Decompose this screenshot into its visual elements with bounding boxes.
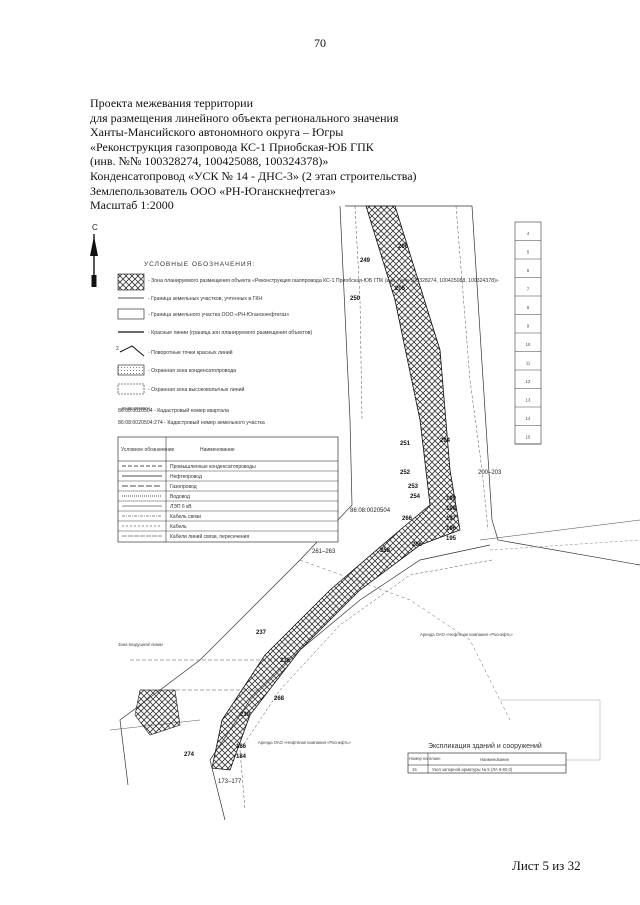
point-number-label: 206: [398, 244, 409, 250]
page-number: 70: [314, 36, 326, 50]
table-cell: Узел запорной арматуры № 5 (ЛА 6-60,0): [432, 767, 513, 772]
point-number-label: 205: [395, 286, 406, 292]
building-table: Экспликация зданий и сооружений Номер на…: [407, 742, 567, 774]
building-number: 14: [526, 416, 531, 421]
zone-label: Зона воздушной линии: [118, 642, 163, 647]
table-cell: Нефтепровод: [170, 474, 202, 480]
header-line: «Реконструкция газопровода КС-1 Приобска…: [90, 139, 374, 154]
point-number-label: 250: [350, 296, 361, 302]
header-line: (инв. №№ 100328274, 100425088, 100324378…: [90, 154, 329, 169]
building-number: 15: [526, 434, 531, 439]
communications-table: Условное обозначение Наименование Промыш…: [117, 436, 339, 543]
point-number-label: 266: [412, 542, 423, 548]
building-number: 7: [527, 286, 530, 291]
point-number-label: 251: [400, 441, 411, 447]
legend-item: 86:08:0020504:274 - Кадастровый номер зе…: [118, 419, 265, 426]
map-labels: 86:08:0020504 86:08:0020504 200–203 261–…: [118, 244, 513, 785]
legend-item: - Охранная зона конденсатопровода: [148, 368, 236, 374]
legend-title: УСЛОВНЫЕ ОБОЗНАЧЕНИЯ:: [144, 261, 255, 268]
header-line: Проекта межевания территории: [90, 96, 254, 110]
table-cell: 15: [412, 767, 417, 772]
table-cell: Кабель: [170, 524, 187, 530]
legend-item: - Граница земельного участка ООО «РН-Юга…: [148, 312, 290, 318]
point-number-label: 268: [274, 696, 285, 702]
table-header: Условное обозначение: [121, 447, 174, 453]
point-range-label: 261–263: [312, 549, 336, 555]
sheet-number: Лист 5 из 32: [512, 858, 581, 873]
point-range-label: 173–177: [218, 779, 242, 785]
svg-text:2: 2: [116, 346, 119, 352]
legend: УСЛОВНЫЕ ОБОЗНАЧЕНИЯ: - Зона планируемог…: [116, 261, 499, 426]
north-arrow-icon: С: [90, 223, 98, 287]
cadastral-quarter-label: 86:08:0020504: [350, 508, 391, 514]
point-number-label: 252: [400, 470, 411, 476]
cadastral-quarter-label: 86:08:0020504: [122, 406, 151, 411]
point-number-label: 196: [446, 526, 457, 532]
legend-item: - Зона планируемого размещения объекта «…: [148, 278, 499, 284]
table-cell: Промышленные конденсатопроводы: [170, 464, 256, 470]
building-number: 9: [527, 323, 530, 328]
point-number-label: 274: [184, 752, 195, 758]
header-line: Ханты-Мансийского автономного округа – Ю…: [90, 125, 344, 140]
building-number: 4: [527, 231, 530, 236]
building-number-column: 4 5 6 7 8 9 10 11 12 13 14 15: [514, 221, 542, 445]
point-number-label: 184: [236, 754, 247, 760]
point-number-label: 197: [446, 516, 457, 522]
table-header: Наименование: [200, 447, 235, 453]
point-number-label: 249: [360, 258, 371, 264]
document-header: Проекта межевания территории для размеще…: [90, 96, 450, 213]
legend-item: - Охранная зона высоковольтных линий: [148, 386, 244, 393]
building-number: 10: [526, 342, 531, 347]
building-number: 13: [526, 397, 531, 402]
building-number: 8: [527, 305, 530, 310]
building-number: 12: [526, 379, 531, 384]
legend-item: 86:08:0020504 - Кадастровый номер кварта…: [118, 407, 229, 414]
point-number-label: 195: [446, 536, 457, 542]
point-number-label: 258: [380, 548, 391, 554]
point-number-label: 199: [446, 496, 457, 502]
header-line: Конденсатопровод «УСК № 14 - ДНС-3» (2 э…: [90, 168, 417, 183]
point-number-label: 266: [402, 516, 413, 522]
point-number-label: 198: [446, 506, 457, 512]
point-number-label: 186: [236, 744, 247, 750]
building-number: 6: [527, 268, 530, 273]
table-cell: Кабель связи: [170, 514, 201, 520]
table-header: Номер на плане: [409, 756, 441, 761]
table-cell: Кабели линий связи, пересечения: [170, 533, 249, 540]
map-boundaries: [109, 205, 640, 821]
lease-label: Аренда ОАО «Нефтяная компания «Роснефть»: [420, 632, 513, 637]
table-cell: ЛЭП 6 кВ: [170, 504, 192, 510]
point-number-label: 253: [408, 484, 419, 490]
table-cell: Газопровод: [170, 484, 197, 490]
header-line: для размещения линейного объекта региона…: [90, 110, 399, 125]
point-number-label: 237: [256, 630, 267, 636]
north-label: С: [92, 223, 98, 232]
building-table-title: Экспликация зданий и сооружений: [428, 742, 542, 750]
point-number-label: 204: [440, 438, 451, 444]
building-number: 11: [526, 360, 531, 365]
legend-item: - Поворотные точки красных линий: [148, 349, 233, 356]
header-line: Землепользователь ООО «РН-Юганскнефтегаз…: [90, 183, 336, 198]
legend-item: - Граница земельных участков, учтенных в…: [148, 296, 262, 302]
header-line: Масштаб 1:2000: [90, 198, 174, 213]
table-header: Наименование: [480, 757, 510, 762]
legend-item: - Красные линии (граница зон планируемог…: [148, 330, 312, 336]
building-number: 5: [527, 249, 530, 254]
lease-label: Аренда ОАО «Нефтяная компания «Роснефть»: [258, 740, 351, 745]
point-range-label: 200–203: [478, 470, 502, 476]
point-number-label: 236: [280, 658, 291, 664]
planned-zone-hatch: [134, 205, 461, 771]
point-number-label: 239: [240, 712, 251, 718]
point-number-label: 254: [410, 494, 421, 500]
table-cell: Водовод: [170, 494, 190, 500]
